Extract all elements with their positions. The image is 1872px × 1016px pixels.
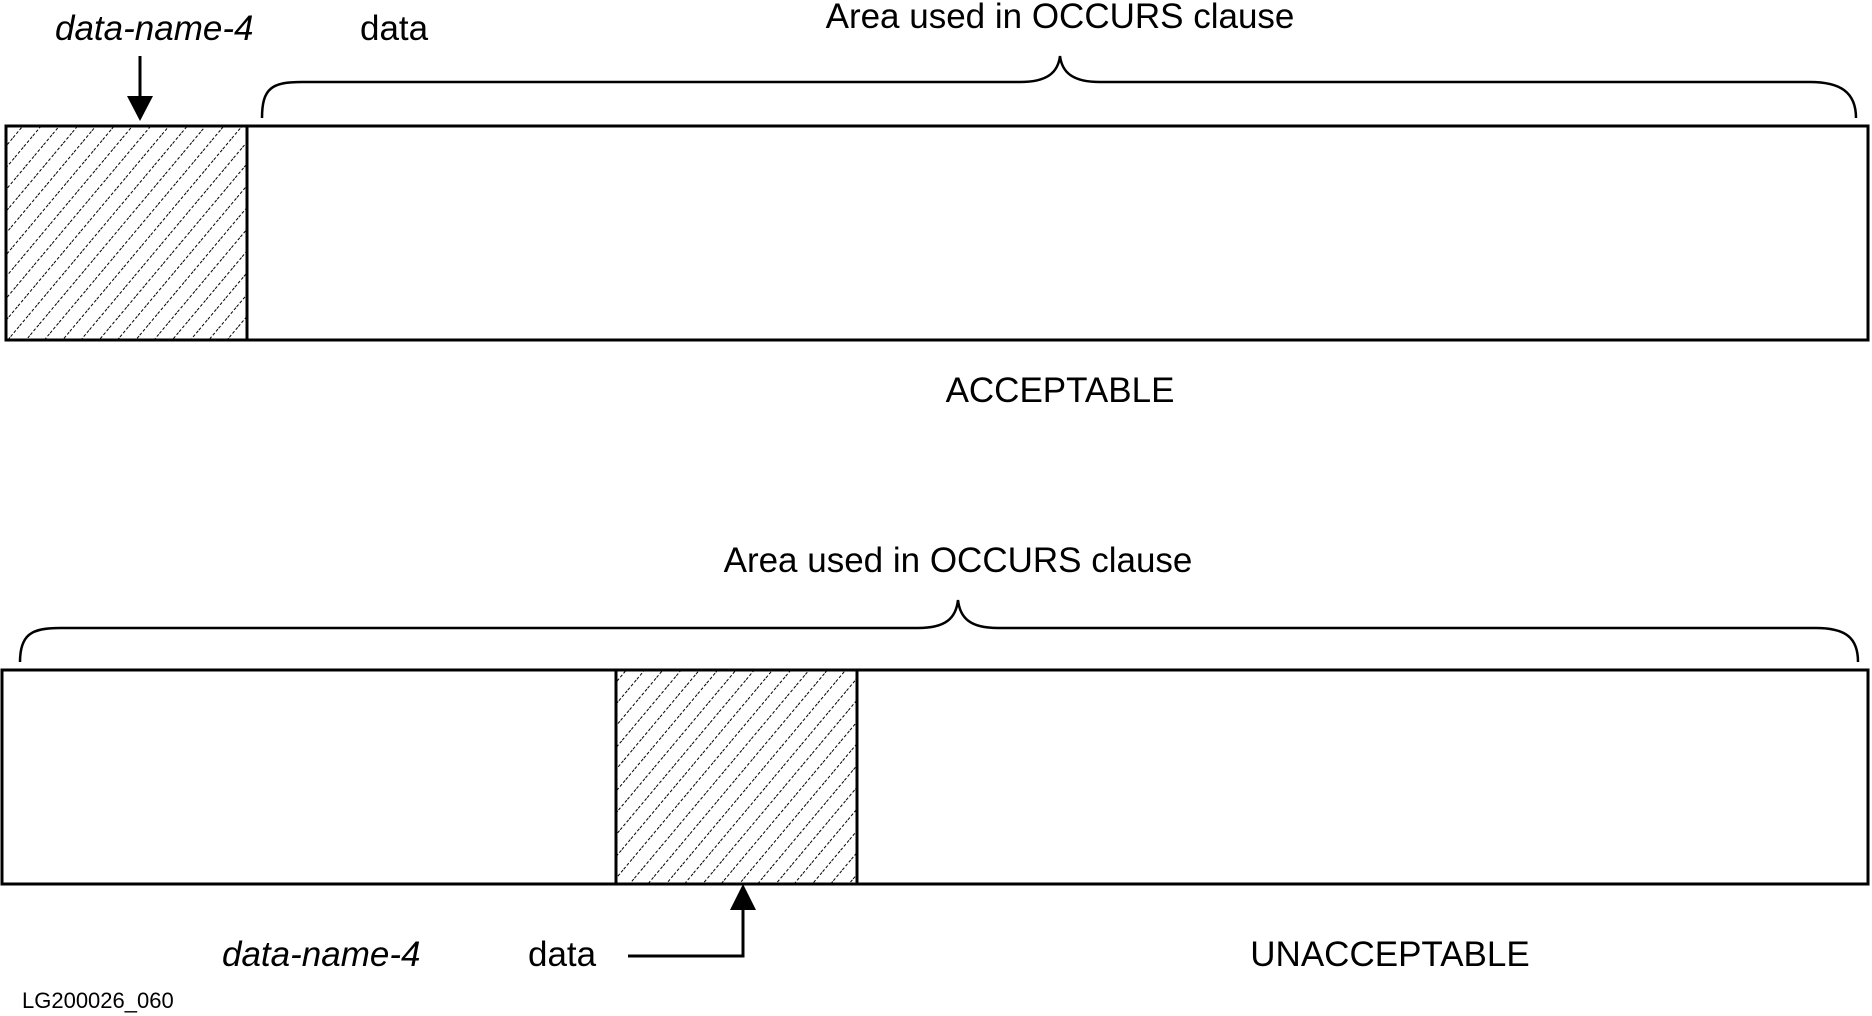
bottom-field-name-label: data-name-4 xyxy=(222,935,420,974)
top-brace xyxy=(260,55,1858,119)
unacceptable-label: UNACCEPTABLE xyxy=(1250,935,1529,974)
top-panel: data-name-4 data Area used in OCCURS cla… xyxy=(4,0,1870,410)
top-field-data-label: data xyxy=(360,9,429,48)
bottom-hatched-field xyxy=(614,668,859,886)
bottom-brace xyxy=(18,599,1860,663)
bottom-occurs-area-bar xyxy=(0,668,1870,886)
top-field-name-label: data-name-4 xyxy=(55,9,253,48)
figure-id-label: LG200026_060 xyxy=(22,988,174,1013)
top-occurs-area-bar xyxy=(4,124,1870,342)
bottom-brace-label: Area used in OCCURS clause xyxy=(724,541,1193,580)
bottom-pointer-arrow xyxy=(628,884,756,958)
top-hatched-field xyxy=(4,124,249,342)
bottom-panel: Area used in OCCURS clause data-name-4 d… xyxy=(0,541,1870,974)
bottom-field-data-label: data xyxy=(528,935,597,974)
acceptable-label: ACCEPTABLE xyxy=(946,371,1175,410)
top-brace-label: Area used in OCCURS clause xyxy=(826,0,1295,36)
top-pointer-arrow xyxy=(127,56,153,121)
